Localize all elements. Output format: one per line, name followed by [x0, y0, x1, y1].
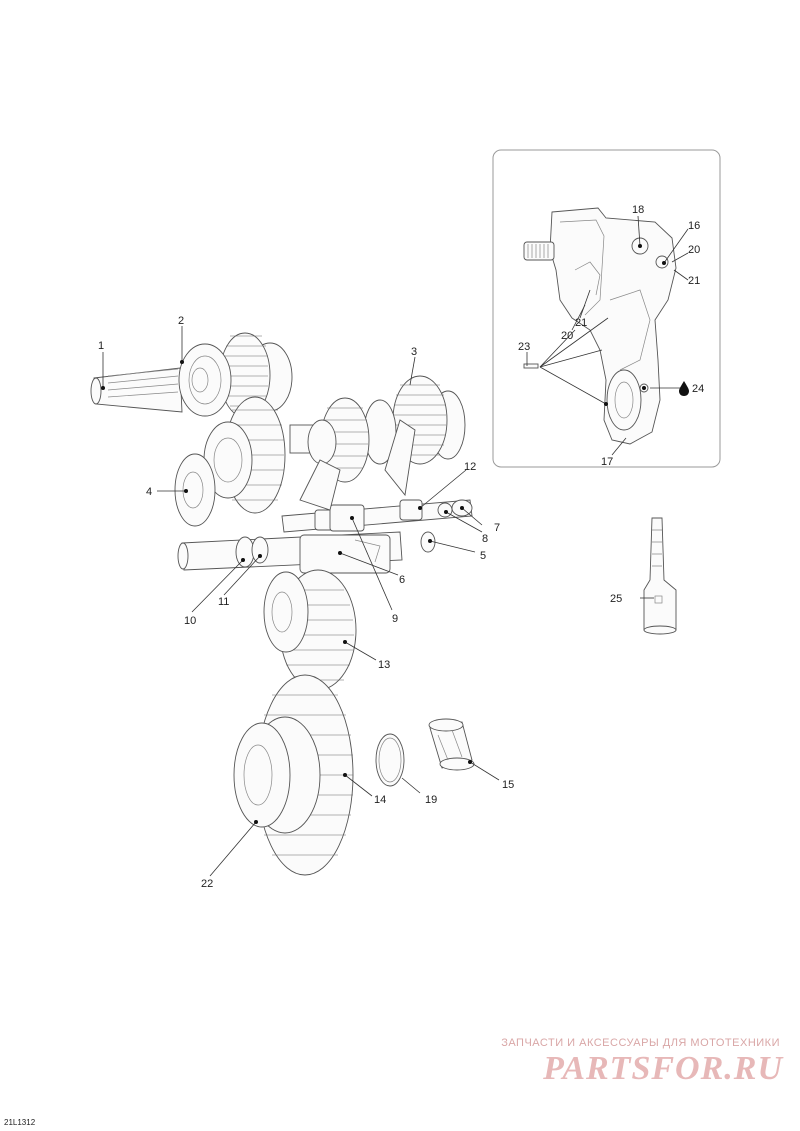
housing-inset — [492, 149, 721, 468]
callout-4: 4 — [146, 486, 152, 498]
callout-20-b: 20 — [561, 330, 573, 342]
watermark-tagline: ЗАПЧАСТИ И АКСЕССУАРЫ ДЛЯ МОТОТЕХНИКИ — [501, 1037, 780, 1049]
callout-5: 5 — [480, 550, 486, 562]
callout-6: 6 — [399, 574, 405, 586]
callout-14: 14 — [374, 794, 386, 806]
figure-code: 21L1312 — [4, 1118, 36, 1127]
counter-gear-cluster — [289, 375, 466, 483]
callout-8: 8 — [482, 533, 488, 545]
callout-21-b: 21 — [575, 317, 587, 329]
oil-bottle — [643, 517, 677, 635]
watermark-logo: PARTSFOR.RU — [543, 1050, 783, 1087]
callout-16: 16 — [688, 220, 700, 232]
callout-3: 3 — [411, 346, 417, 358]
callout-24: 24 — [692, 383, 704, 395]
large-driven-gear — [233, 674, 354, 876]
o-ring — [375, 733, 405, 787]
input-gear-cluster — [178, 332, 293, 418]
callout-9: 9 — [392, 613, 398, 625]
oil-drop-icon — [679, 381, 689, 396]
callout-22: 22 — [201, 878, 213, 890]
callout-2: 2 — [178, 315, 184, 327]
callout-13: 13 — [378, 659, 390, 671]
callout-18: 18 — [632, 204, 644, 216]
leader-dots — [101, 244, 666, 824]
callout-23: 23 — [518, 341, 530, 353]
idler-gear — [263, 569, 357, 691]
callout-labels: 1 2 3 4 5 6 7 8 9 10 11 12 13 14 15 16 1… — [98, 204, 704, 890]
callout-17: 17 — [601, 456, 613, 468]
callout-21-a: 21 — [688, 275, 700, 287]
shift-shaft-assembly — [281, 419, 473, 553]
bushing — [428, 718, 475, 771]
callout-10: 10 — [184, 615, 196, 627]
callout-15: 15 — [502, 779, 514, 791]
input-shaft — [90, 367, 183, 413]
shift-drum — [177, 531, 403, 574]
callout-25: 25 — [610, 593, 622, 605]
callout-7: 7 — [494, 522, 500, 534]
callout-20-a: 20 — [688, 244, 700, 256]
callout-11: 11 — [218, 596, 229, 608]
callout-19: 19 — [425, 794, 437, 806]
callout-12: 12 — [464, 461, 476, 473]
output-gear-cluster — [174, 396, 286, 527]
callout-1: 1 — [98, 340, 104, 352]
main-exploded-view — [90, 332, 677, 876]
leader-lines — [102, 215, 689, 877]
